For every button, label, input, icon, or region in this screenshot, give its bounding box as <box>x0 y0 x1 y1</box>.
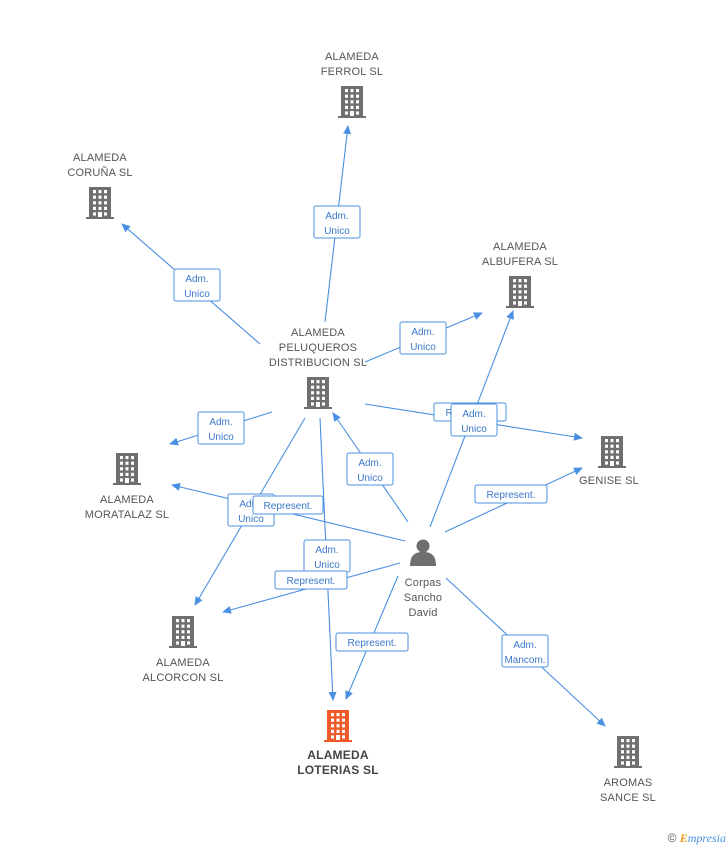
node-label: ALAMEDA <box>291 327 345 339</box>
edge-label-pel-loterias[interactable]: Adm. Unico <box>303 539 351 573</box>
edge-label-text: Adm. <box>462 409 485 420</box>
edge-label-box <box>399 321 447 355</box>
edge-label-text: Mancom. <box>504 655 545 666</box>
building-icon <box>338 86 366 118</box>
edge-label-text: Adm. <box>358 458 381 469</box>
edge-label-box <box>335 632 409 652</box>
edge-label-text: Adm. <box>411 327 434 338</box>
edge-label-text: Adm. <box>513 640 536 651</box>
edge-label-box <box>346 452 394 486</box>
person-icon <box>410 539 436 566</box>
building-icon <box>324 710 352 742</box>
building-icon <box>113 453 141 485</box>
node-label: LOTERIAS SL <box>297 763 379 777</box>
node-label: ALAMEDA <box>100 494 154 506</box>
node-label: ALAMEDA <box>156 657 210 669</box>
edge-label-cor-loterias[interactable]: Represent. <box>335 632 409 652</box>
edge-label-box <box>274 570 348 590</box>
edge-label-text: Adm. <box>209 417 232 428</box>
edge-label-text: Adm. <box>325 211 348 222</box>
copyright-symbol: © <box>667 831 677 845</box>
node-albufera[interactable]: ALAMEDA ALBUFERA SL <box>482 241 558 308</box>
edge-label-pel-moratalaz[interactable]: Adm. Unico <box>197 411 245 445</box>
node-label: Sancho <box>404 592 443 604</box>
edge-label-text: Unico <box>184 289 210 300</box>
node-label: GENISE SL <box>579 475 639 487</box>
edge-label-text: Unico <box>238 514 264 525</box>
edge-label-text: Adm. <box>185 274 208 285</box>
edge-label-cor-aromas[interactable]: Adm. Mancom. <box>501 634 549 668</box>
edge-label-text: Adm. <box>315 545 338 556</box>
edge-label-box <box>313 205 361 239</box>
edge-label-pel-ferrol[interactable]: Adm. Unico <box>313 205 361 239</box>
edge-label-cor-pel[interactable]: Adm. Unico <box>346 452 394 486</box>
edge-label-pel-coruna[interactable]: Adm. Unico <box>173 268 221 302</box>
edge-label-text: Represent. <box>287 576 336 587</box>
edge-label-cor-alcorcon[interactable]: Represent. <box>274 570 348 590</box>
node-label: FERROL SL <box>321 66 384 78</box>
node-label: PELUQUEROS <box>279 342 357 354</box>
node-label: MORATALAZ SL <box>85 509 170 521</box>
edge-label-box <box>173 268 221 302</box>
node-label: AROMAS <box>604 777 653 789</box>
edge-label-pel-albufera[interactable]: Adm. Unico <box>399 321 447 355</box>
edge-label-text: Unico <box>461 424 487 435</box>
building-icon <box>614 736 642 768</box>
node-label: ALAMEDA <box>325 51 379 63</box>
building-icon <box>304 377 332 409</box>
node-coruna[interactable]: ALAMEDA CORUÑA SL <box>67 152 132 219</box>
node-alcorcon[interactable]: ALAMEDA ALCORCON SL <box>142 616 223 684</box>
building-icon <box>169 616 197 648</box>
edge-label-box <box>450 403 498 437</box>
edge-label-box <box>252 495 324 515</box>
edge-label-box <box>474 484 548 504</box>
building-icon <box>506 276 534 308</box>
edge-label-text: Unico <box>410 342 436 353</box>
edge-label-box <box>197 411 245 445</box>
edge-label-text: Adm. <box>239 499 262 510</box>
footer-brand[interactable]: © Empresia <box>668 831 726 846</box>
building-icon <box>598 436 626 468</box>
edge-label-cor-albufera[interactable]: Adm. Unico <box>450 403 498 437</box>
node-label: SANCE SL <box>600 792 656 804</box>
node-label: ALBUFERA SL <box>482 256 558 268</box>
node-ferrol[interactable]: ALAMEDA FERROL SL <box>321 51 384 118</box>
edge-label-box <box>501 634 549 668</box>
edge-label-text: Unico <box>314 560 340 571</box>
node-label: ALAMEDA <box>493 241 547 253</box>
brand-logo: Empresia <box>679 831 726 845</box>
node-label: David <box>408 607 437 619</box>
edge-label-text: Represent. <box>487 490 536 501</box>
edge-label-text: Unico <box>208 432 234 443</box>
edge-label-cor-moratalaz[interactable]: Represent. <box>252 495 324 515</box>
edge-label-text: Unico <box>324 226 350 237</box>
node-genise[interactable]: GENISE SL <box>579 436 639 487</box>
edge-label-text: Represent. <box>348 638 397 649</box>
node-label: ALCORCON SL <box>142 672 223 684</box>
edge-label-cor-genise[interactable]: Represent. <box>474 484 548 504</box>
edge-label-text: Represent. <box>264 501 313 512</box>
node-peluqueros[interactable]: ALAMEDA PELUQUEROS DISTRIBUCION SL <box>269 327 367 409</box>
node-label: ALAMEDA <box>73 152 127 164</box>
edge-labels-layer: Adm.UnicoAdm.UnicoAdm.UnicoAdm.UnicoAdm.… <box>173 205 549 668</box>
edge-label-text: Unico <box>357 473 383 484</box>
building-icon <box>86 187 114 219</box>
node-label: CORUÑA SL <box>67 166 132 179</box>
node-label: ALAMEDA <box>307 748 369 762</box>
node-moratalaz[interactable]: ALAMEDA MORATALAZ SL <box>85 453 170 521</box>
node-label: DISTRIBUCION SL <box>269 357 367 369</box>
node-aromas[interactable]: AROMAS SANCE SL <box>600 736 656 804</box>
node-label: Corpas <box>405 577 442 589</box>
